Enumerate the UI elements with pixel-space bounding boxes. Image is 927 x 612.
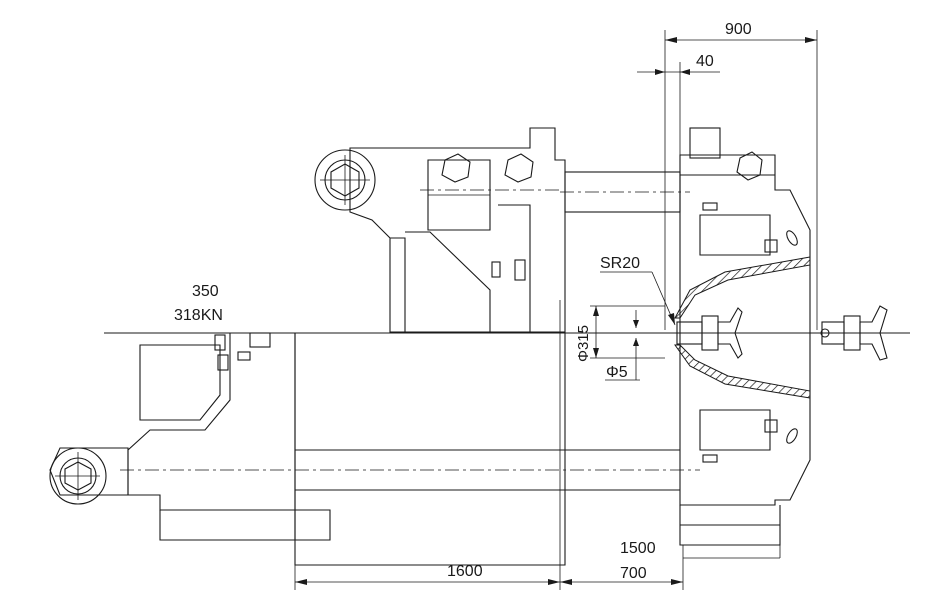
label-1500: 1500: [620, 540, 656, 557]
toggle-link-upper: [314, 127, 566, 333]
toggle-eye-lower: [49, 447, 129, 505]
nozzle-cone: [674, 256, 811, 399]
toggle-link-lower: [120, 332, 331, 541]
label-tonnage: 350: [192, 283, 219, 300]
label-dia-315: Φ315: [575, 325, 592, 362]
nozzle-assembly: [676, 305, 888, 361]
dim-1500: [683, 505, 781, 559]
label-900: 900: [725, 21, 752, 38]
dim-900: [664, 30, 818, 330]
dim-40: [637, 62, 720, 160]
label-1600: 1600: [447, 563, 483, 580]
dim-700: [560, 545, 684, 590]
rear-support: [679, 505, 781, 546]
fixed-platen: [679, 127, 811, 506]
dim-dia-315: [590, 305, 665, 359]
tie-bar-upper: [560, 171, 690, 213]
dim-sr20: [600, 271, 676, 326]
label-700: 700: [620, 565, 647, 582]
dim-dia-5: [605, 310, 640, 381]
label-40: 40: [696, 53, 714, 70]
dim-1600: [294, 300, 561, 590]
label-sr20: SR20: [600, 255, 640, 272]
label-clamp-force: 318KN: [174, 307, 223, 324]
label-dia-5: Φ5: [606, 364, 628, 381]
